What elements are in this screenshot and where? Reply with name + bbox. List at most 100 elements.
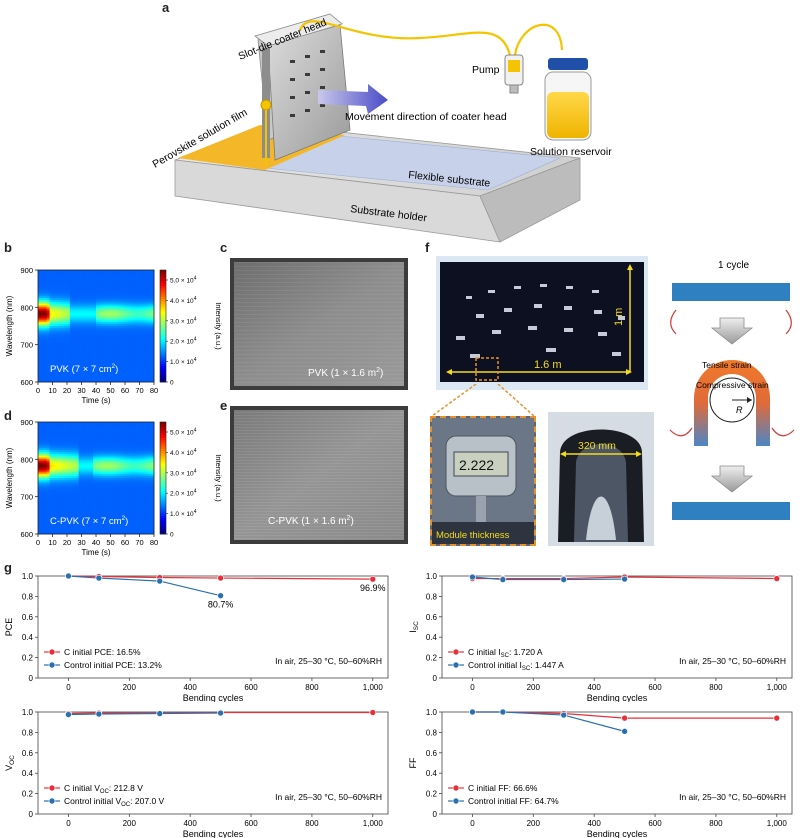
heatmap-cell xyxy=(67,368,69,372)
heatmap-cell xyxy=(130,355,133,359)
heatmap-cell xyxy=(51,335,53,338)
heatmap-cell xyxy=(138,288,140,291)
heatmap-cell xyxy=(97,339,100,342)
heatmap-cell xyxy=(130,331,133,334)
heatmap-cell xyxy=(111,367,114,370)
heatmap-cell xyxy=(43,314,46,318)
heatmap-cell xyxy=(119,307,122,310)
heatmap-cell xyxy=(133,316,136,319)
heatmap-cell xyxy=(152,378,155,381)
heatmap-cell xyxy=(88,284,91,288)
heatmap-cell xyxy=(56,311,59,314)
heatmap-cell xyxy=(74,296,77,299)
heatmap-cell xyxy=(75,288,78,291)
heatmap-cell xyxy=(67,284,69,288)
heatmap-cell xyxy=(107,299,110,303)
heatmap-cell xyxy=(72,346,75,349)
heatmap-cell xyxy=(64,342,66,346)
heatmap-cell xyxy=(81,357,84,360)
heatmap-cell xyxy=(40,294,43,297)
heatmap-cell xyxy=(145,365,148,368)
heatmap-cell xyxy=(151,327,153,331)
heatmap-cell xyxy=(107,283,110,286)
heatmap-cell xyxy=(53,326,56,329)
heatmap-cell xyxy=(122,316,124,319)
heatmap-cell xyxy=(94,286,97,290)
heatmap-cell xyxy=(116,352,119,355)
heatmap-cell xyxy=(74,307,77,310)
heatmap-cell xyxy=(106,346,108,349)
heatmap-cell xyxy=(42,298,45,301)
heatmap-cell xyxy=(77,320,79,323)
heatmap-cell xyxy=(88,337,91,340)
heatmap-cell xyxy=(65,301,68,304)
heatmap-cell xyxy=(130,327,133,331)
heatmap-cell xyxy=(103,359,106,362)
heatmap-cell xyxy=(94,340,97,344)
heatmap-cell xyxy=(140,294,143,297)
heatmap-cell xyxy=(39,279,42,282)
heatmap-cell xyxy=(93,277,95,280)
heatmap-cell xyxy=(40,352,43,355)
heatmap-cell xyxy=(74,367,77,370)
heatmap-cell xyxy=(132,344,135,347)
heatmap-cell xyxy=(97,292,100,295)
heatmap-cell xyxy=(71,327,74,331)
heatmap-cell xyxy=(48,372,50,375)
heatmap-cell xyxy=(123,372,126,375)
heatmap-cell xyxy=(100,294,103,297)
heatmap-cell xyxy=(61,320,64,323)
heatmap-cell xyxy=(117,361,120,364)
heatmap-cell xyxy=(130,333,133,336)
heatmap-cell xyxy=(78,327,81,331)
heatmap-cell xyxy=(130,286,133,290)
heatmap-cell xyxy=(51,292,53,295)
heatmap-cell xyxy=(136,296,139,299)
heatmap-cell xyxy=(75,354,78,357)
heatmap-cell xyxy=(145,298,148,301)
heatmap-cell xyxy=(122,355,124,359)
heatmap-cell xyxy=(111,294,114,297)
heatmap-cell xyxy=(91,290,94,293)
heatmap-cell xyxy=(59,344,62,347)
heatmap-cell xyxy=(122,314,124,318)
heatmap-cell xyxy=(129,350,132,353)
heatmap-cell xyxy=(74,344,77,347)
heatmap-cell xyxy=(143,355,146,359)
heatmap-cell xyxy=(68,329,71,332)
heatmap-cell xyxy=(100,279,103,282)
heatmap-cell xyxy=(140,307,143,310)
heatmap-cell xyxy=(135,335,137,338)
heatmap-cell xyxy=(129,311,132,314)
heatmap-cell xyxy=(90,326,93,329)
heatmap-cell xyxy=(49,316,52,319)
heatmap-cell xyxy=(98,370,101,374)
heatmap-cell xyxy=(114,286,117,290)
heatmap-cell xyxy=(62,329,65,332)
heatmap-cell xyxy=(139,357,142,360)
heatmap-cell xyxy=(100,299,103,303)
heatmap-cell xyxy=(45,333,48,336)
heatmap-cell xyxy=(39,307,42,310)
heatmap-cell xyxy=(93,299,95,303)
heatmap-cell xyxy=(149,329,152,332)
heatmap-cell xyxy=(130,372,133,375)
heatmap-cell xyxy=(114,354,117,357)
heatmap-cell xyxy=(56,376,59,379)
heatmap-cell xyxy=(146,305,149,308)
heatmap-cell xyxy=(52,335,55,338)
heatmap-cell xyxy=(55,324,58,327)
heatmap-cell xyxy=(148,355,151,359)
heatmap-cell xyxy=(151,298,153,301)
heatmap-cell xyxy=(46,292,49,295)
heatmap-cell xyxy=(82,270,85,273)
heatmap-cell xyxy=(106,270,108,273)
heatmap-cell xyxy=(88,370,91,374)
heatmap-cell xyxy=(101,303,104,306)
heatmap-cell xyxy=(103,312,106,316)
heatmap-cell xyxy=(88,320,91,323)
heatmap-cell xyxy=(114,284,117,288)
heatmap-cell xyxy=(94,376,97,379)
heatmap-cell xyxy=(152,281,155,284)
heatmap-cell xyxy=(42,270,45,273)
